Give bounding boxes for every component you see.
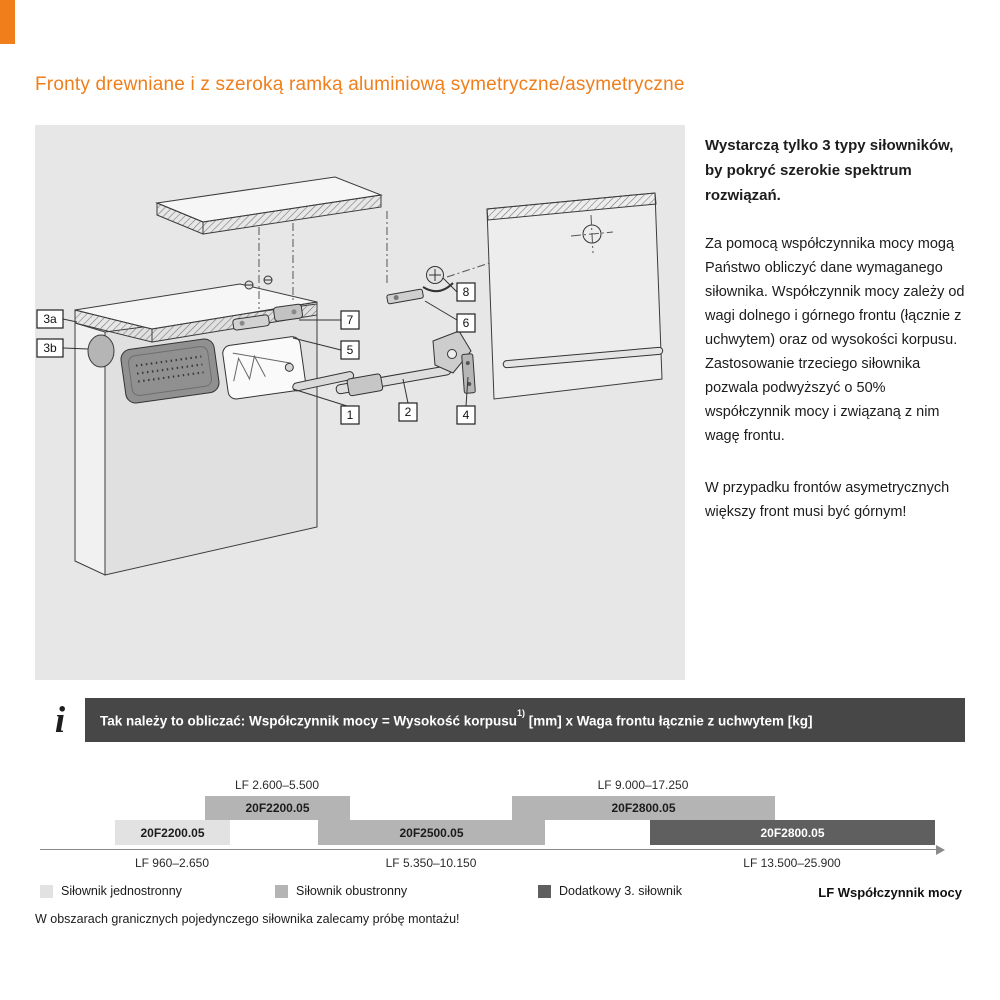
callout-3a: 3a xyxy=(36,309,64,329)
legend-label-third: Dodatkowy 3. siłownik xyxy=(559,884,682,898)
left-cabinet xyxy=(74,283,318,576)
stabilizer-rod xyxy=(502,346,664,369)
bar-20f2200-double: 20F2200.05 xyxy=(205,796,350,820)
lf-axis-label: LF Współczynnik mocy xyxy=(818,885,962,900)
svg-text:6: 6 xyxy=(463,316,470,330)
legend-item-third: Dodatkowy 3. siłownik xyxy=(538,884,682,898)
range-label-20f2800-double: LF 9.000–17.250 xyxy=(597,778,689,792)
callout-8: 8 xyxy=(456,282,476,302)
formula-text: Tak należy to obliczać: Współczynnik moc… xyxy=(85,698,965,742)
range-label-20f2800-third: LF 13.500–25.900 xyxy=(743,856,841,870)
legend-label-double: Siłownik obustronny xyxy=(296,884,408,898)
middle-top-panel xyxy=(155,176,383,235)
lift-mechanism xyxy=(120,338,220,404)
callout-6: 6 xyxy=(456,313,476,333)
chart-legend: Siłownik jednostronny Siłownik obustronn… xyxy=(0,884,1000,902)
svg-text:3a: 3a xyxy=(43,312,57,326)
page-corner-mark xyxy=(0,0,15,44)
mounting-hole-crosshair xyxy=(570,214,614,254)
callout-1: 1 xyxy=(340,405,360,425)
exploded-diagram: 3a 3b 7 5 1 2 xyxy=(36,176,664,576)
svg-text:5: 5 xyxy=(347,343,354,357)
lf-axis-line xyxy=(40,849,938,850)
lever-arm xyxy=(292,371,355,392)
legend-item-double: Siłownik obustronny xyxy=(275,884,407,898)
svg-text:2: 2 xyxy=(405,405,412,419)
chart-footnote: W obszarach granicznych pojedynczego sił… xyxy=(35,912,460,926)
legend-label-single: Siłownik jednostronny xyxy=(61,884,182,898)
svg-text:3b: 3b xyxy=(43,341,57,355)
top-hinge-arm xyxy=(422,282,454,293)
legend-swatch-double xyxy=(275,884,288,898)
range-label-20f2200-double: LF 2.600–5.500 xyxy=(234,778,320,792)
top-hinge-bracket xyxy=(386,288,424,305)
diagram-panel: 3a 3b 7 5 1 2 xyxy=(35,125,685,680)
svg-text:1: 1 xyxy=(347,408,354,422)
cover-cap xyxy=(87,334,115,368)
bar-20f2800-double: 20F2800.05 xyxy=(512,796,775,820)
svg-text:7: 7 xyxy=(347,313,354,327)
lf-axis-arrow xyxy=(936,845,945,855)
callout-5: 5 xyxy=(340,340,360,360)
range-label-20f2500-double: LF 5.350–10.150 xyxy=(385,856,477,870)
callout-3b: 3b xyxy=(36,338,64,358)
info-icon-glyph: i xyxy=(54,699,66,741)
bar-20f2500-double: 20F2500.05 xyxy=(318,820,545,845)
legend-item-single: Siłownik jednostronny xyxy=(40,884,182,898)
callout-4: 4 xyxy=(456,405,476,425)
mounting-hole xyxy=(582,224,602,244)
lf-range-chart: LF 2.600–5.500 LF 9.000–17.250 20F2200.0… xyxy=(0,770,1000,880)
info-intro: Wystarczą tylko 3 typy siłowników, by po… xyxy=(705,137,954,204)
arm-head-bolt xyxy=(447,349,457,359)
legend-swatch-third xyxy=(538,884,551,898)
page-title: Fronty drewniane i z szeroką ramką alumi… xyxy=(35,74,685,95)
hinge-parts xyxy=(232,303,304,331)
info-column: Wystarczą tylko 3 typy siłowników, by po… xyxy=(705,133,969,524)
callout-7: 7 xyxy=(340,310,360,330)
lift-mechanism-section xyxy=(222,336,306,400)
formula-footnote-marker: 1) xyxy=(517,707,526,718)
formula-text-after: [mm] x Waga frontu łącznie z uchwytem [k… xyxy=(525,713,813,729)
svg-text:4: 4 xyxy=(463,408,470,422)
screws xyxy=(244,275,273,290)
telescopic-arm xyxy=(335,365,452,397)
front-panel xyxy=(486,192,663,400)
callout-2: 2 xyxy=(398,402,418,422)
bar-20f2200-single: 20F2200.05 xyxy=(115,820,230,845)
range-label-20f2200-single: LF 960–2.650 xyxy=(134,856,210,870)
callout-leaders xyxy=(62,277,469,407)
front-bracket xyxy=(461,353,476,394)
bar-20f2800-third: 20F2800.05 xyxy=(650,820,935,845)
info-icon: i xyxy=(35,698,85,742)
info-paragraph-3: W przypadku frontów asymetrycznych więks… xyxy=(705,480,950,520)
formula-text-before: Tak należy to obliczać: Współczynnik moc… xyxy=(100,713,517,729)
formula-bar: i Tak należy to obliczać: Współczynnik m… xyxy=(35,698,965,742)
legend-swatch-single xyxy=(40,884,53,898)
info-paragraph-1: Za pomocą współczynnika mocy mogą Państw… xyxy=(705,236,965,348)
svg-text:8: 8 xyxy=(463,285,470,299)
round-fitting xyxy=(426,266,444,284)
info-paragraph-2: Zastosowanie trzeciego siłownika pozwala… xyxy=(705,356,940,444)
